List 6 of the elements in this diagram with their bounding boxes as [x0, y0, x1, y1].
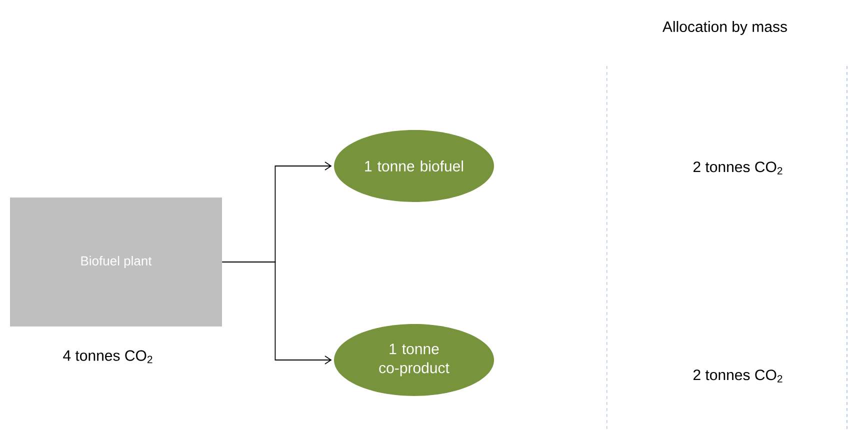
column-heading: Allocation by mass — [662, 21, 787, 35]
allocation-value: 2 tonnes CO$_{2}$ — [693, 162, 782, 174]
node-caption: 4 tonnes CO$_{2}$ — [63, 350, 152, 364]
allocation-value: 2 tonnes CO$_{2}$ — [693, 370, 782, 382]
arrow — [222, 262, 332, 364]
plant-box: Biofuel plant — [10, 198, 222, 326]
